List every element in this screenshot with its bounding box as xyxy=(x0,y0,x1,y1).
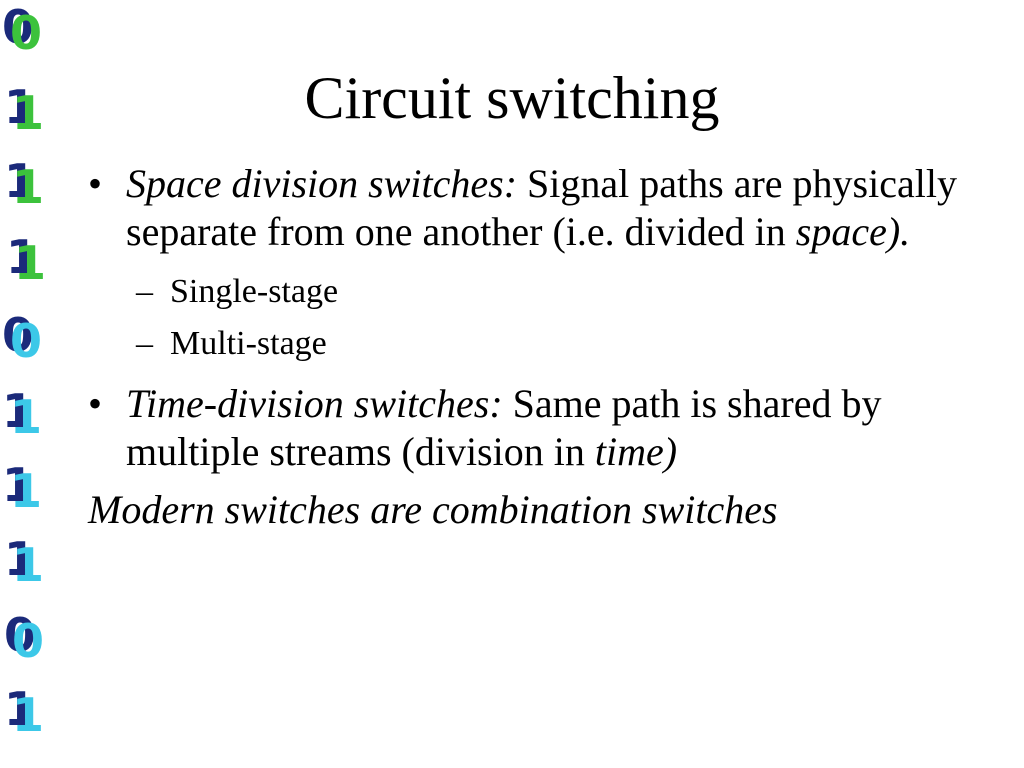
sub-bullet-text: Single-stage xyxy=(170,273,339,310)
sub-bullet-text: Multi-stage xyxy=(170,325,327,362)
bullet-term: Time-division switches: xyxy=(126,381,503,426)
bullet-term: Space division switches: xyxy=(126,161,518,206)
bullet-text: Same path is shared by multiple streams … xyxy=(126,381,882,474)
slide-body: • Space division switches: Signal paths … xyxy=(88,160,968,534)
sub-bullet-marker: – xyxy=(136,325,153,362)
bullet-emphasis: time) xyxy=(594,429,678,474)
binary-digit: 1 1 xyxy=(4,154,45,214)
binary-digit: 0 0 xyxy=(2,308,43,368)
summary-line: Modern switches are combination switches xyxy=(88,487,778,532)
binary-digit: 1 1 xyxy=(4,682,45,742)
bullet-emphasis: space). xyxy=(795,209,911,254)
bullet-space-division: • Space division switches: Signal paths … xyxy=(88,160,968,256)
bullet-marker: • xyxy=(88,381,103,426)
bullet-marker: • xyxy=(88,161,103,206)
sub-bullet-single-stage: – Single-stage xyxy=(88,266,968,318)
bullet-time-division: • Time-division switches: Same path is s… xyxy=(88,380,968,476)
binary-digit: 1 1 xyxy=(4,80,45,140)
binary-digit: 0 0 xyxy=(2,0,43,60)
bullet-text: Signal paths are physically separate fro… xyxy=(126,161,957,254)
binary-digit-strip: 0 0 1 1 1 1 1 1 0 0 1 1 1 1 1 1 xyxy=(0,0,80,768)
binary-digit: 0 0 xyxy=(4,608,45,668)
binary-digit: 1 1 xyxy=(4,532,45,592)
sub-bullet-multi-stage: – Multi-stage xyxy=(88,318,968,370)
binary-digit: 1 1 xyxy=(2,384,43,444)
sub-bullet-marker: – xyxy=(136,273,153,310)
slide-title: Circuit switching xyxy=(304,65,720,131)
binary-digit: 1 1 xyxy=(2,458,43,518)
binary-digit: 1 1 xyxy=(6,230,47,290)
